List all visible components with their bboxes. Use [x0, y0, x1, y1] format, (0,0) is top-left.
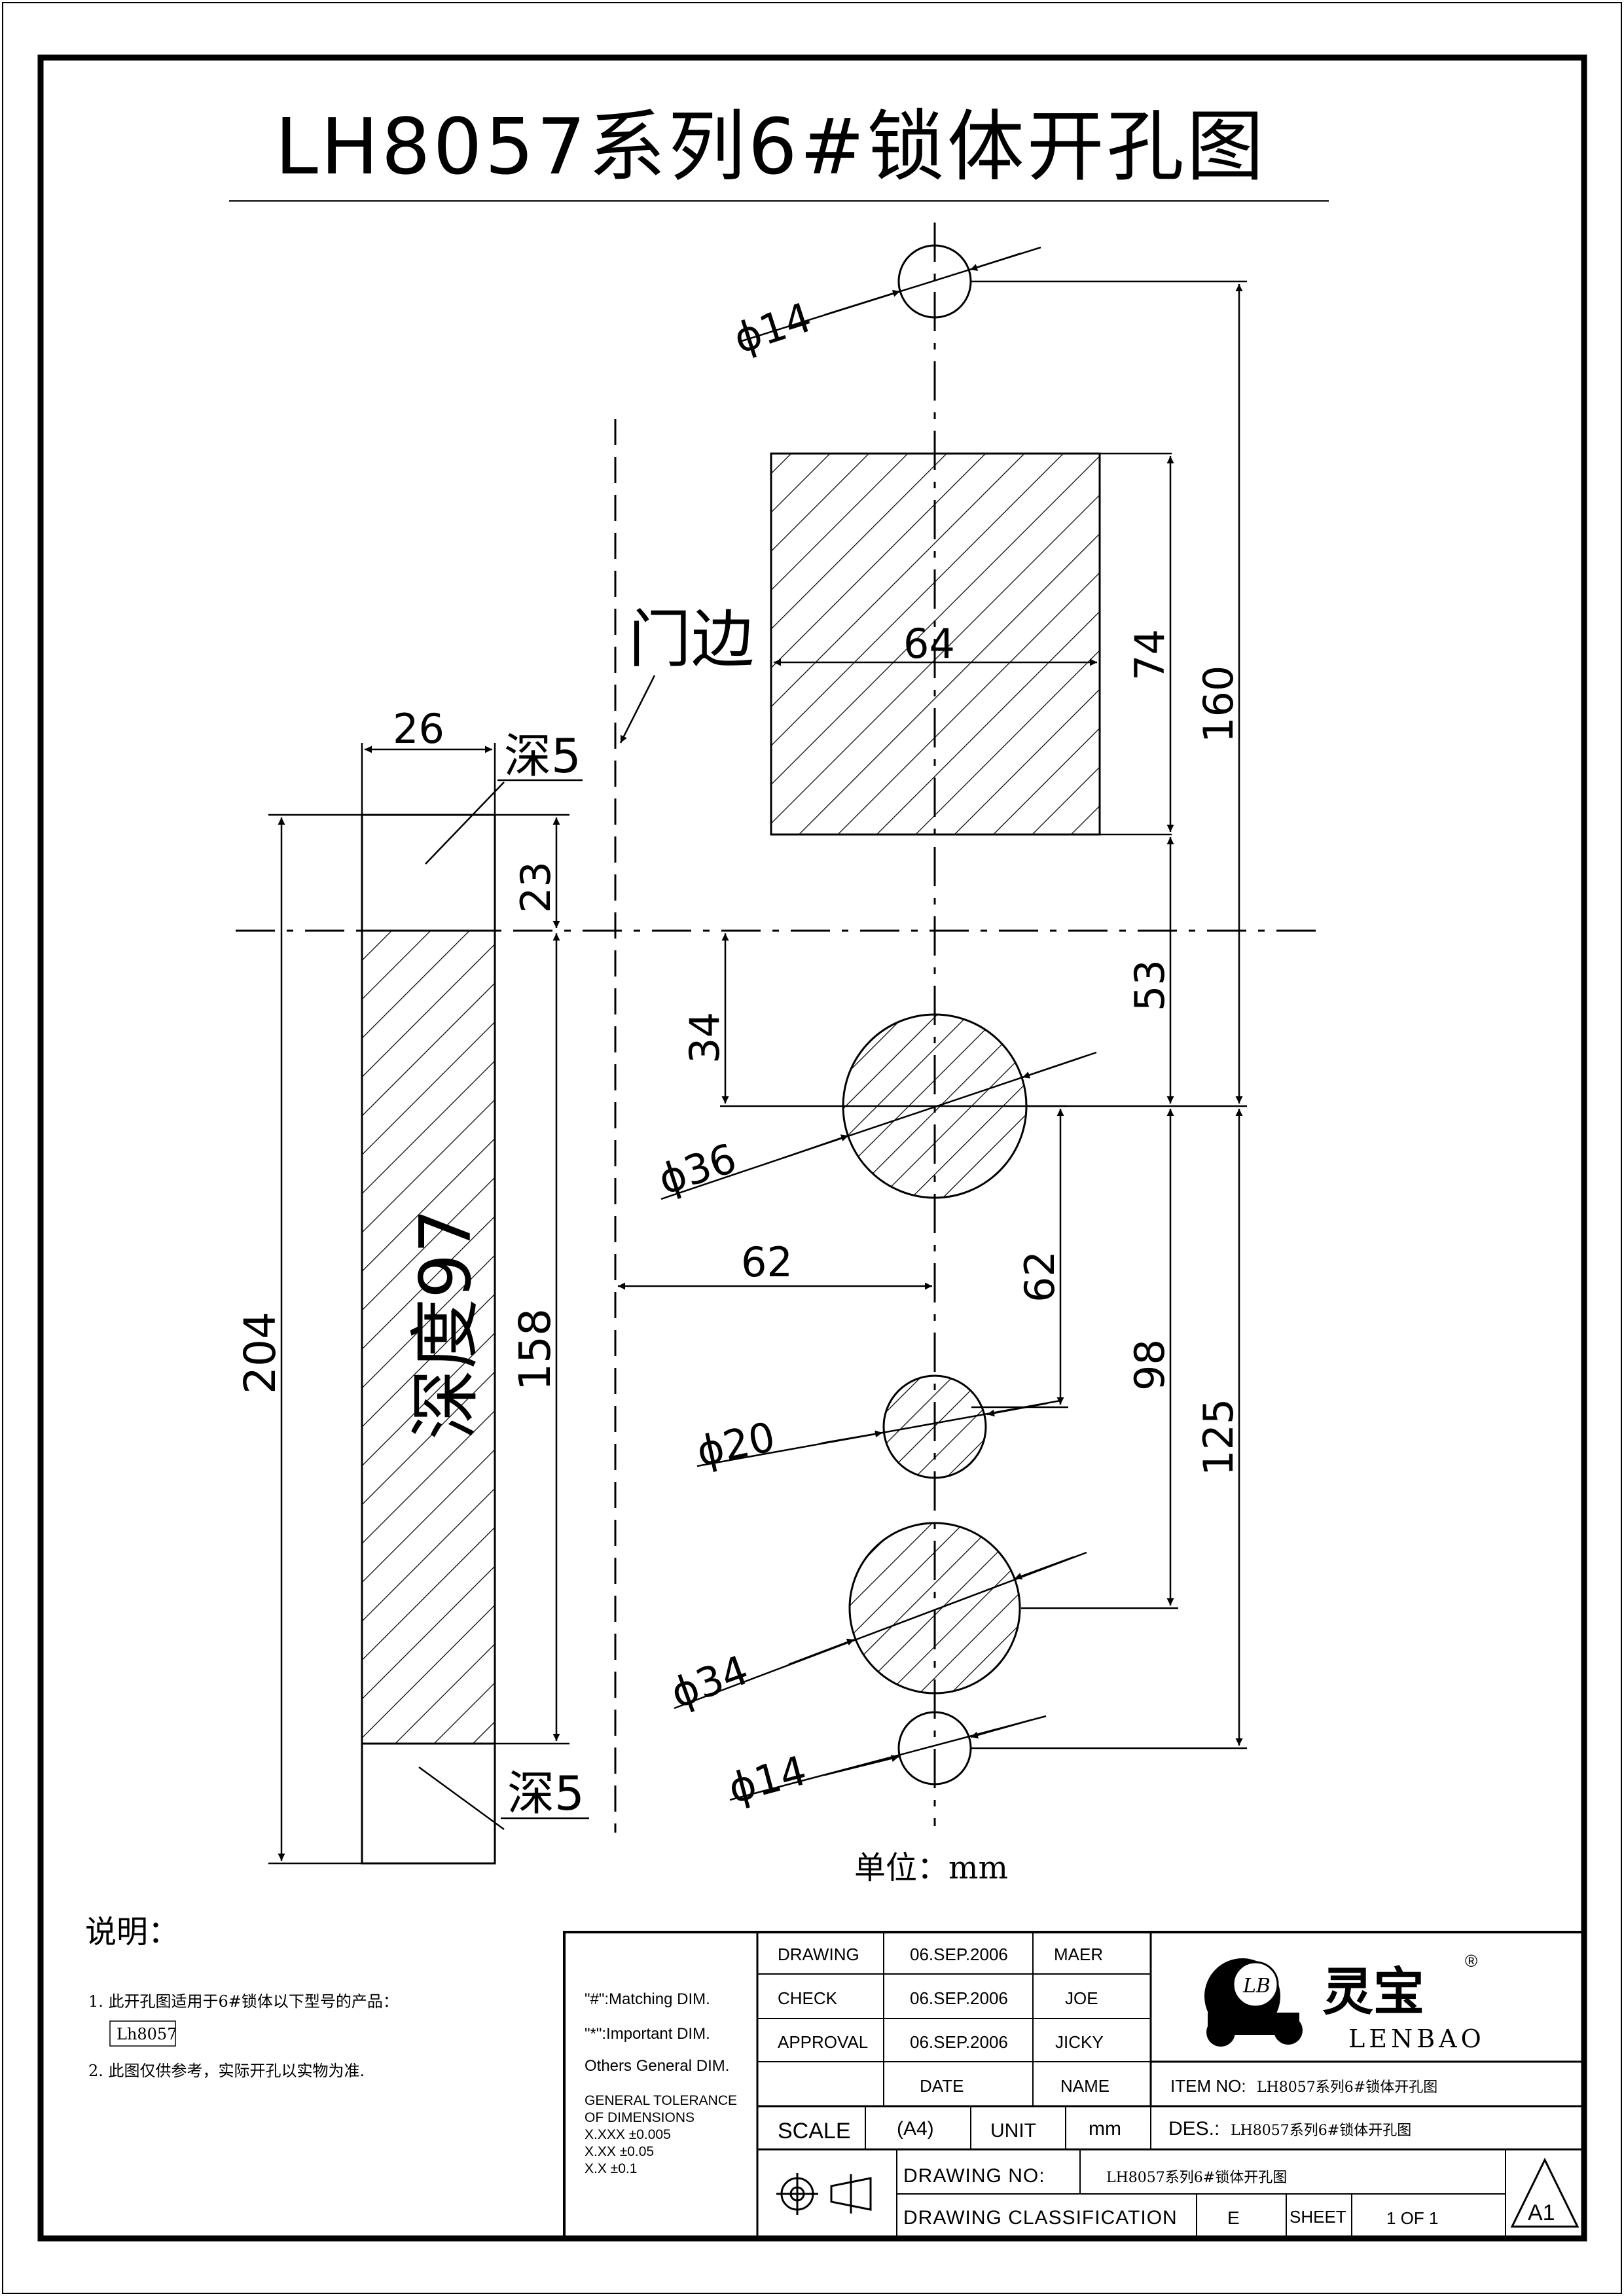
dim-62-vertical: 62: [1016, 1251, 1064, 1302]
note-2: 2. 此图仅供参考，实际开孔以实物为准.: [88, 2062, 365, 2080]
tb-sheet-label: SHEET: [1290, 2207, 1346, 2227]
arrow-20a: [821, 1430, 883, 1444]
dim-top-14: ϕ14: [728, 293, 817, 363]
dim-23: 23: [512, 861, 560, 913]
tb-row-approval-label: APPROVAL: [778, 2032, 868, 2052]
tb-des-value: LH8057系列6#锁体开孔图: [1231, 2123, 1411, 2139]
dim-34-diameter: ϕ34: [664, 1646, 755, 1718]
brand-en: LENBAO: [1348, 2024, 1485, 2053]
dim-125: 125: [1195, 1399, 1242, 1476]
hole-34: [848, 1522, 1021, 1695]
dim-204: 204: [235, 1312, 285, 1394]
logo-mark: LB: [1242, 1975, 1271, 1998]
arrow-top-14b: [969, 252, 1022, 271]
model-box: [109, 2020, 176, 2047]
tb-drawing-no-value: LH8057系列6#锁体开孔图: [1106, 2170, 1287, 2186]
hole-20: [882, 1374, 987, 1479]
dim-158: 158: [510, 1308, 560, 1391]
door-edge-label: 门边: [628, 603, 754, 676]
arrow-34b: [1014, 1556, 1074, 1580]
unit-label: 单位：mm: [854, 1850, 1008, 1886]
dim-98: 98: [1126, 1339, 1174, 1391]
tb-classification-label: DRAWING CLASSIFICATION: [903, 2207, 1178, 2229]
tb-unit-value: mm: [1089, 2118, 1121, 2140]
tb-drawing-no-label: DRAWING NO:: [903, 2165, 1045, 2187]
depth-top-label: 深5: [504, 728, 581, 783]
depth-bottom-label: 深5: [507, 1766, 585, 1821]
depth-bottom-leader: [418, 1766, 505, 1831]
size-mark: A1: [1528, 2200, 1555, 2225]
tb-tol1: X.XXX ±0.005: [585, 2127, 671, 2142]
tb-unit-label: UNIT: [990, 2120, 1036, 2142]
lenbao-logo: LB: [1204, 1958, 1303, 2047]
arrow-20b: [986, 1402, 1048, 1417]
dim-36: ϕ36: [653, 1134, 742, 1204]
tb-row-drawing-name: MAER: [1054, 1945, 1103, 1964]
tb-row-check-label: CHECK: [778, 1988, 838, 2008]
dim-26: 26: [393, 705, 444, 753]
tb-row-approval-date: 06.SEP.2006: [910, 2032, 1008, 2052]
tb-matching: "#":Matching DIM.: [585, 1990, 710, 2008]
tb-tol3: X.X ±0.1: [585, 2161, 637, 2176]
arrow-top-14a: [824, 290, 901, 316]
arrow-36b: [1022, 1054, 1087, 1079]
tb-tol-title2: OF DIMENSIONS: [585, 2110, 695, 2125]
drawing-title: LH8057系列6#锁体开孔图: [275, 101, 1267, 192]
dim-62-horizontal: 62: [741, 1238, 793, 1286]
size-mark-triangle: [1510, 2157, 1579, 2228]
brand-cn: 灵宝: [1322, 1962, 1424, 2022]
tb-row-check-name: JOE: [1065, 1988, 1098, 2008]
dim-20: ϕ20: [693, 1412, 779, 1475]
strike-pocket: [770, 452, 1101, 836]
arrow-bottom-14b: [970, 1719, 1032, 1739]
tb-others: Others General DIM.: [585, 2057, 729, 2075]
depth-97-label: 深度97: [405, 1209, 487, 1440]
arrow-34a: [788, 1638, 855, 1666]
dim-160: 160: [1195, 666, 1242, 743]
tb-name-header: NAME: [1060, 2076, 1110, 2096]
bottom-hole-14: [897, 1711, 972, 1785]
arrow-bottom-14a: [824, 1755, 899, 1776]
tb-item-no-value: LH8057系列6#锁体开孔图: [1257, 2079, 1437, 2096]
door-edge-leader: [619, 675, 656, 744]
tb-scale-value: (A4): [897, 2118, 934, 2140]
tb-classification-value: E: [1227, 2208, 1240, 2228]
tb-tol-title1: GENERAL TOLERANCE: [585, 2093, 737, 2108]
note-1: 1. 此开孔图适用于6#锁体以下型号的产品：: [88, 1992, 399, 2011]
tb-tol2: X.XX ±0.05: [585, 2144, 654, 2159]
mortise-pocket: [361, 929, 496, 1745]
dim-74: 74: [1126, 629, 1174, 681]
tb-row-check-date: 06.SEP.2006: [910, 1988, 1008, 2008]
tb-des-label: DES.:: [1168, 2118, 1219, 2140]
depth-97-label-group: 深度97: [405, 1209, 487, 1440]
dim-bottom-14: ϕ14: [723, 1746, 812, 1813]
tb-date-header: DATE: [920, 2076, 964, 2096]
dim-53: 53: [1126, 960, 1174, 1011]
brand-registered: ®: [1465, 1951, 1477, 1971]
tb-row-drawing-date: 06.SEP.2006: [910, 1945, 1008, 1964]
dim-34: 34: [681, 1012, 729, 1064]
depth-top-leader: [425, 781, 505, 865]
title-block: [563, 1931, 1585, 2240]
tb-row-approval-name: JICKY: [1055, 2032, 1104, 2052]
notes-heading: 说明：: [85, 1914, 179, 1950]
model-number: Lh8057: [117, 2025, 177, 2043]
tb-sheet-value: 1 OF 1: [1386, 2208, 1438, 2228]
tb-row-drawing-label: DRAWING: [778, 1945, 859, 1964]
tb-scale-label: SCALE: [778, 2119, 851, 2144]
arrow-36a: [785, 1134, 849, 1158]
dim-64: 64: [903, 620, 955, 668]
tb-important: "*":Important DIM.: [585, 2025, 710, 2043]
projection-symbol-icon: [776, 2173, 872, 2215]
tb-item-no-label: ITEM NO:: [1170, 2076, 1246, 2096]
